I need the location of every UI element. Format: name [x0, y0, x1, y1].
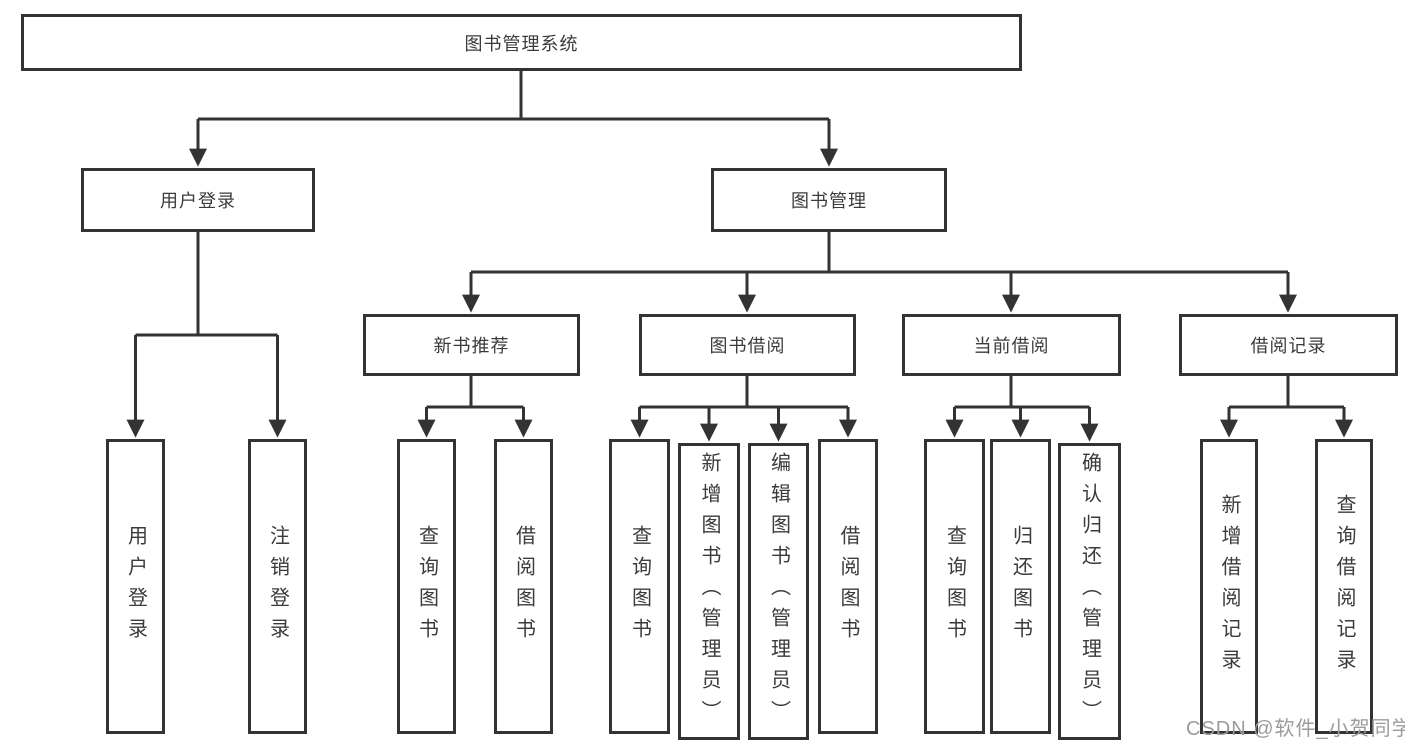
- node-label: 借阅图书: [512, 524, 535, 649]
- node-book-management: 图书管理: [711, 168, 947, 232]
- node-borrow-books-recommend: 借阅图书: [494, 439, 553, 734]
- node-add-borrow-record: 新增借阅记录: [1200, 439, 1258, 734]
- node-label: 新书推荐: [433, 336, 510, 356]
- node-label: 归还图书: [1009, 524, 1032, 649]
- node-confirm-return-admin: 确认归还（管理员）: [1058, 443, 1121, 740]
- node-query-books-current: 查询图书: [924, 439, 985, 734]
- connector-borrowing-records-children: [1220, 376, 1353, 438]
- node-label: 用户登录: [124, 524, 147, 649]
- watermark-text: CSDN @软件_小贺同学: [1186, 718, 1405, 740]
- node-label: 借阅记录: [1250, 336, 1327, 356]
- node-label: 查询图书: [943, 524, 966, 649]
- node-label: 编辑图书（管理员）: [767, 452, 790, 731]
- node-label: 新增借阅记录: [1218, 493, 1240, 680]
- node-label: 查询图书: [415, 524, 438, 649]
- node-borrow-books-leaf: 借阅图书: [818, 439, 878, 734]
- node-query-borrow-record: 查询借阅记录: [1315, 439, 1373, 734]
- connector-root-to-level2: [189, 71, 838, 167]
- node-label: 新增图书（管理员）: [698, 452, 720, 731]
- connector-current-borrowing-children: [945, 376, 1099, 442]
- connector-user-login-children: [126, 232, 287, 438]
- connector-book-borrowing-children: [630, 376, 857, 442]
- node-label: 查询图书: [628, 524, 651, 649]
- node-edit-books-admin: 编辑图书（管理员）: [748, 443, 809, 740]
- node-label: 图书借阅: [709, 336, 786, 356]
- node-logout: 注销登录: [248, 439, 307, 734]
- node-label: 当前借阅: [973, 336, 1050, 356]
- node-label: 图书管理系统: [464, 33, 579, 54]
- node-current-borrowing: 当前借阅: [902, 314, 1121, 376]
- node-label: 查询借阅记录: [1333, 493, 1355, 680]
- node-return-books: 归还图书: [990, 439, 1051, 734]
- node-user-login-leaf: 用户登录: [106, 439, 165, 734]
- node-label: 借阅图书: [837, 524, 859, 649]
- connector-new-book-recommendation-children: [417, 376, 533, 438]
- node-new-book-recommendation: 新书推荐: [363, 314, 580, 376]
- node-query-books-recommend: 查询图书: [397, 439, 456, 734]
- node-add-books-admin: 新增图书（管理员）: [678, 443, 740, 740]
- node-label: 用户登录: [160, 191, 236, 211]
- node-label: 注销登录: [266, 524, 289, 649]
- node-library-management-system: 图书管理系统: [21, 14, 1022, 71]
- node-label: 确认归还（管理员）: [1078, 452, 1101, 731]
- connector-book-management-children: [462, 232, 1297, 313]
- node-query-books-borrowing: 查询图书: [609, 439, 670, 734]
- node-book-borrowing: 图书借阅: [639, 314, 856, 376]
- node-borrowing-records: 借阅记录: [1179, 314, 1398, 376]
- node-label: 图书管理: [791, 191, 867, 211]
- node-user-login: 用户登录: [81, 168, 315, 232]
